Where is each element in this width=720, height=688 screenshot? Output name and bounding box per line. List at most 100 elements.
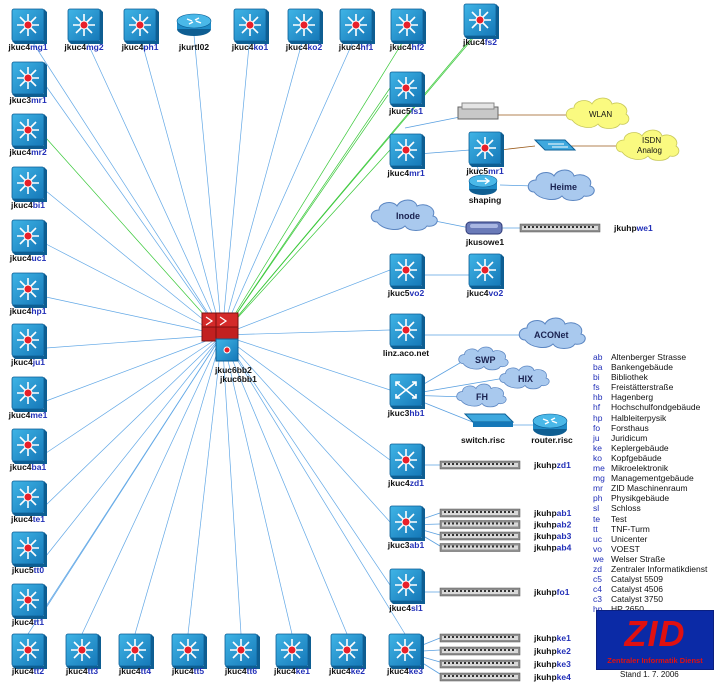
switch-jkuc4ko1-icon[interactable] [233, 8, 270, 45]
legend-name: Managementgebäude [611, 473, 694, 484]
link-jkuc3hb1 [221, 334, 391, 391]
legend-code: we [593, 553, 604, 564]
hp-switch-jkuhpwe1-icon[interactable] [519, 223, 601, 233]
legend-code: uc [593, 533, 602, 544]
hp-switch-jkuhpfo1-icon[interactable] [439, 587, 521, 597]
label-jkuc4tt3: jkuc4tt3 [65, 666, 98, 676]
switch-jkuc4tt3-icon[interactable] [65, 633, 102, 670]
isdn-switch[interactable] [533, 139, 577, 151]
label-jkuc4ke3: jkuc4ke3 [386, 666, 423, 676]
label-jkuc3ab1: jkuc3ab1 [387, 540, 425, 550]
label-shaping: shaping [469, 195, 502, 205]
switch-jkuc3hb1-icon[interactable] [389, 373, 426, 410]
link-linz-aco-net [221, 329, 391, 336]
legend-code: me [593, 463, 605, 474]
legend-code: tt [593, 523, 598, 534]
hp-switch-jkuhpke1-icon[interactable] [439, 633, 521, 643]
connection-lines [27, 27, 481, 635]
switch-jkuc3ab1-icon[interactable] [389, 505, 426, 542]
isdn-label: ISDN [642, 136, 661, 145]
switch-jkuc4ba1-icon[interactable] [11, 428, 48, 465]
router-risc-icon[interactable] [532, 413, 568, 437]
switch-linz.aco.net-icon[interactable] [389, 313, 426, 350]
hp-switch-jkuhpab1-icon[interactable] [439, 508, 521, 518]
hp-switch-jkuhpab2-icon[interactable] [439, 519, 521, 530]
switch-jkuc5vo2-icon[interactable] [389, 253, 426, 290]
analog-label: Analog [637, 146, 662, 155]
label-jkuc4tt4: jkuc4tt4 [118, 666, 151, 676]
link-jkuc4ke3 [221, 334, 406, 635]
link-jkuc5tt0 [45, 334, 223, 557]
switch-jkuc4hf1-icon[interactable] [339, 8, 376, 45]
hp-switch-jkuhpke4-icon[interactable] [439, 672, 521, 682]
label-jkuc4hp1: jkuc4hp1 [9, 306, 47, 316]
switch-jkuc4ju1-icon[interactable] [11, 323, 48, 360]
link-jkuc4mr2 [45, 137, 223, 336]
label-jkuhpke1: jkuhpke1 [533, 633, 571, 643]
switch-jkuc4mr1-icon[interactable] [389, 133, 426, 170]
legend-code: bi [593, 372, 600, 383]
switch-jkuc4ke3-icon[interactable] [388, 633, 425, 670]
switch-jkuc4bi1-icon[interactable] [11, 166, 48, 203]
legend-name: Physikgebäude [611, 493, 670, 504]
hp-switch-jkuhpke3-icon[interactable] [439, 659, 521, 669]
switch-jkuc3mr1-icon[interactable] [11, 61, 48, 98]
jkusowe1-device[interactable] [465, 221, 503, 235]
label-jkuc4vo2: jkuc4vo2 [466, 288, 504, 298]
switch-jkuc4fs2-icon[interactable] [463, 3, 500, 40]
label-jkuhpwe1: jkuhpwe1 [613, 223, 653, 233]
label-jkusowe1: jkusowe1 [465, 237, 505, 247]
legend-row: hpHP 2650 [593, 604, 718, 614]
switch-jkuc4sl1-icon[interactable] [389, 568, 426, 605]
label-jkuc4te1: jkuc4te1 [10, 514, 45, 524]
label-jkuc4mr1: jkuc4mr1 [386, 168, 425, 178]
link-jkuc4tt3 [81, 334, 223, 635]
link-jkuc4tt2 [27, 334, 223, 635]
switch-jkuc5fs1-icon[interactable] [389, 71, 426, 108]
switch-jkuc4vo2-icon[interactable] [468, 253, 505, 290]
legend-code: ke [593, 442, 602, 453]
hp-switch-jkuhpab4-icon[interactable] [439, 542, 521, 553]
switch-jkuc4mg2-icon[interactable] [67, 8, 104, 45]
link-jkuc4hp1 [45, 296, 223, 336]
shaping-device[interactable] [468, 174, 498, 195]
switch-jkuc4ke2-icon[interactable] [330, 633, 367, 670]
switch-risc-device[interactable] [463, 413, 515, 427]
switch-jkuc4hp1-icon[interactable] [11, 272, 48, 309]
switch-jkuc4mg1-icon[interactable] [11, 8, 48, 45]
switch-jkuc4tt5-icon[interactable] [171, 633, 208, 670]
legend-code: c4 [593, 584, 602, 595]
link-jkuc4ke2 [221, 334, 348, 635]
link-jkuc3mr1 [45, 85, 223, 336]
switch-jkuc4me1-icon[interactable] [11, 376, 48, 413]
switch-jkuc5mr1-icon[interactable] [468, 131, 505, 168]
switch-jkuc5tt0-icon[interactable] [11, 531, 48, 568]
legend-code: ko [593, 452, 602, 463]
legend-name: HP 2650 [611, 604, 644, 614]
switch-jkuc4mr2-icon[interactable] [11, 113, 48, 150]
hp-switch-jkuhpke2-icon[interactable] [439, 646, 521, 656]
legend-name: Altenberger Strasse [611, 352, 687, 362]
hp-switch-jkuhpab3-icon[interactable] [439, 531, 521, 541]
switch-jkuc4hf2-icon[interactable] [390, 8, 427, 45]
switch-jkuc4uc1-icon[interactable] [11, 219, 48, 256]
swp-label: SWP [475, 355, 496, 365]
legend-name: Keplergebäude [611, 442, 669, 453]
router-icon[interactable] [176, 13, 212, 37]
switch-jkuc4tt2-icon[interactable] [11, 633, 48, 670]
hp-switch-jkuhpzd1-icon[interactable] [439, 460, 521, 470]
switch-jkuc4tt4-icon[interactable] [118, 633, 155, 670]
switch-jkuc4ph1-icon[interactable] [123, 8, 160, 45]
core-switch[interactable] [201, 312, 239, 362]
switch-jkuc4zd1-icon[interactable] [389, 443, 426, 480]
switch-jkuc4te1-icon[interactable] [11, 480, 48, 517]
wlan-controller[interactable] [457, 102, 499, 120]
label-jkuc4uc1: jkuc4uc1 [9, 253, 47, 263]
switch-jkuc4tt1-icon[interactable] [11, 583, 48, 620]
switch-jkuc4ke1-icon[interactable] [275, 633, 312, 670]
switch-jkuc4ko2-icon[interactable] [287, 8, 324, 45]
switch-jkuc4tt6-icon[interactable] [224, 633, 261, 670]
